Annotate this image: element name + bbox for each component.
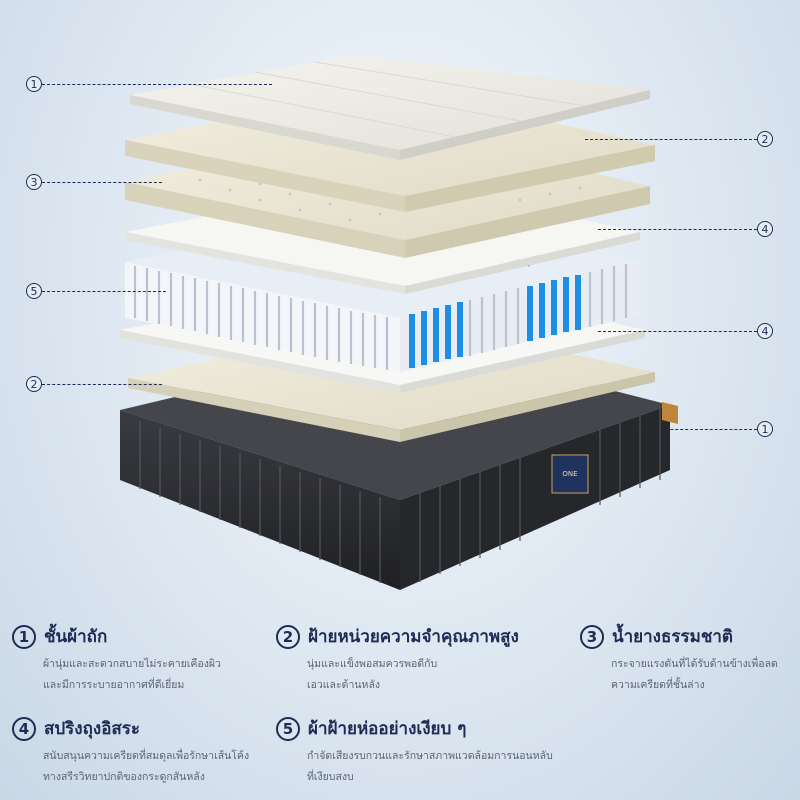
callout-number: 2 [26, 376, 42, 392]
feature-description: กำจัดเสียงรบกวนและรักษาสภาพแวดล้อมการนอน… [307, 750, 553, 783]
feature-description: นุ่มและแข็งพอสมควรพอดีกับ เอวและด้านหลัง [307, 658, 438, 691]
callout-2-bottom: 2 [26, 376, 162, 392]
callout-number: 4 [757, 221, 773, 237]
feature-cotton-wrap: 5 ผ้าฝ้ายห่ออย่างเงียบ ๆ กำจัดเสียงรบกวน… [276, 715, 576, 788]
callout-number: 1 [757, 421, 773, 437]
feature-title: ชั้นผ้าถัก [44, 627, 108, 647]
layer-knitted-fabric [130, 55, 650, 160]
callout-number: 3 [26, 174, 42, 190]
callout-leader-line [42, 83, 272, 85]
feature-pocket-springs: 4 สปริงถุงอิสระ สนับสนุนความเครียดที่สมด… [12, 715, 262, 788]
callout-leader-line [42, 181, 162, 183]
feature-title: สปริงถุงอิสระ [44, 719, 141, 739]
callout-1-top: 1 [26, 76, 272, 92]
callout-leader-line [585, 138, 757, 140]
callout-leader-line [42, 290, 166, 292]
brand-label-tag [551, 454, 589, 494]
feature-descriptions: 1 ชั้นผ้าถัก ผ้านุ่มและสะดวกสบายไม่ระคาย… [0, 615, 800, 800]
callout-leader-line [636, 428, 757, 430]
feature-number: 4 [12, 716, 36, 741]
feature-knitted-layer: 1 ชั้นผ้าถัก ผ้านุ่มและสะดวกสบายไม่ระคาย… [12, 623, 262, 696]
feature-description: ผ้านุ่มและสะดวกสบายไม่ระคายเคืองผิว และม… [43, 658, 221, 691]
callout-number: 5 [26, 283, 42, 299]
feature-description: สนับสนุนความเครียดที่สมดุลเพื่อรักษาเส้น… [43, 750, 250, 783]
feature-number: 3 [580, 624, 604, 649]
feature-memory-foam: 2 ฝ้ายหน่วยความจำคุณภาพสูง นุ่มและแข็งพอ… [276, 623, 526, 696]
mattress-layer-illustration: ONE [26, 55, 773, 590]
blue-support-springs [409, 275, 581, 368]
callout-leader-line [598, 228, 757, 230]
callout-5: 5 [26, 283, 166, 299]
feature-title: ฝ้ายหน่วยความจำคุณภาพสูง [308, 627, 519, 647]
callout-number: 2 [757, 131, 773, 147]
brand-label-text: ONE [562, 470, 577, 478]
callout-number: 1 [26, 76, 42, 92]
feature-title: น้ำยางธรรมชาติ [612, 627, 733, 647]
corner-handle [662, 402, 678, 424]
callout-3: 3 [26, 174, 162, 190]
mattress-exploded-view: ONE [120, 55, 678, 590]
callout-leader-line [598, 330, 757, 332]
feature-number: 2 [276, 624, 300, 649]
callout-4-lower: 4 [598, 323, 773, 339]
callout-1-bottom: 1 [636, 421, 773, 437]
feature-description: กระจายแรงดันที่ได้รับด้านข้างเพื่อลด ควา… [611, 658, 778, 691]
callout-number: 4 [757, 323, 773, 339]
feature-number: 5 [276, 716, 300, 741]
callout-leader-line [42, 383, 162, 385]
callout-4-upper: 4 [598, 221, 773, 237]
feature-number: 1 [12, 624, 36, 649]
feature-natural-latex: 3 น้ำยางธรรมชาติ กระจายแรงดันที่ได้รับด้… [580, 623, 795, 696]
callout-2-top: 2 [585, 131, 773, 147]
feature-title: ผ้าฝ้ายห่ออย่างเงียบ ๆ [308, 719, 467, 739]
